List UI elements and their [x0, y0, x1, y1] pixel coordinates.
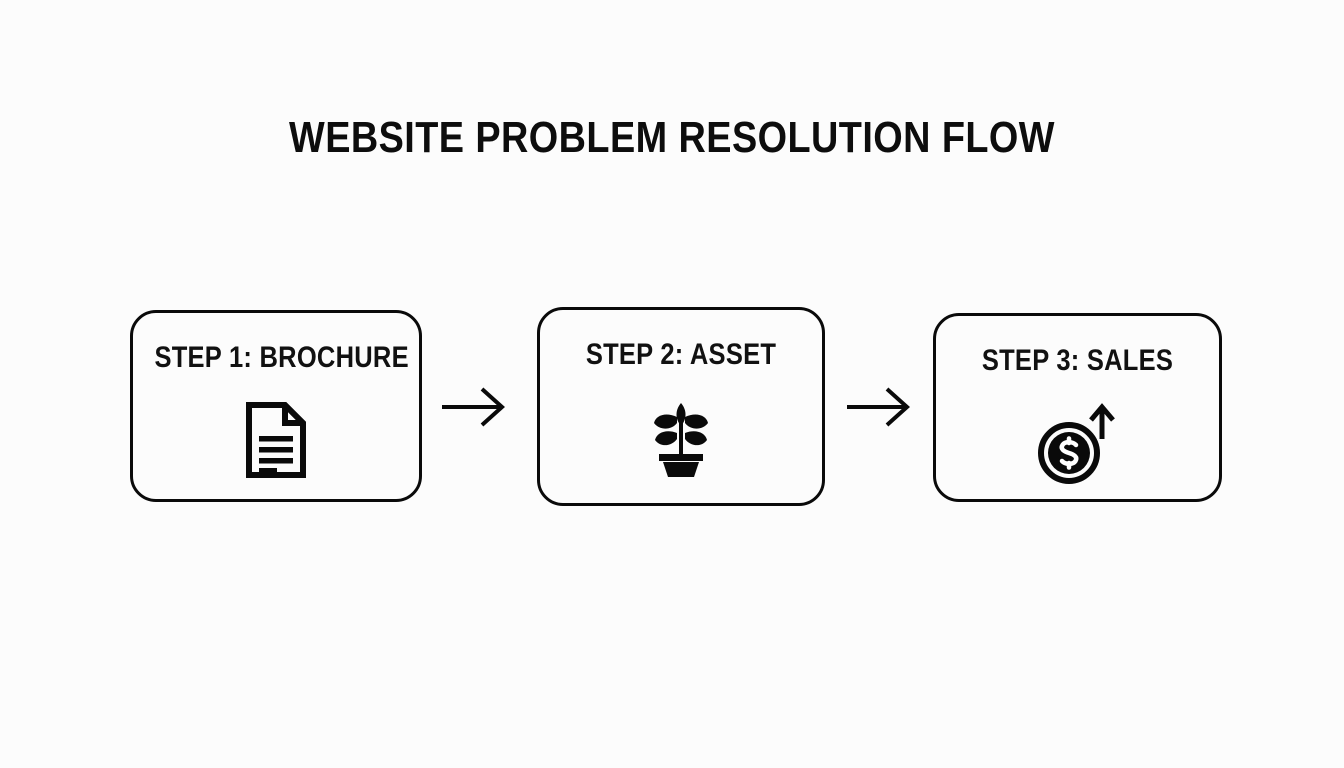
arrow-right-icon-1	[440, 385, 510, 429]
arrow-right-icon-2	[845, 385, 915, 429]
potted-plant-icon	[636, 392, 726, 482]
document-icon	[231, 395, 321, 485]
step-box-asset[interactable]: STEP 2: ASSET	[537, 307, 825, 506]
page-title: WEBSITE PROBLEM RESOLUTION FLOW	[289, 113, 1055, 162]
step-box-brochure[interactable]: STEP 1: BROCHURE	[130, 310, 422, 502]
dollar-coin-growth-icon	[1033, 398, 1123, 488]
step-label-3: STEP 3: SALES	[981, 344, 1174, 377]
step-box-sales[interactable]: STEP 3: SALES	[933, 313, 1222, 502]
step-label-2: STEP 2: ASSET	[585, 338, 777, 371]
step-label-1: STEP 1: BROCHURE	[154, 341, 409, 374]
